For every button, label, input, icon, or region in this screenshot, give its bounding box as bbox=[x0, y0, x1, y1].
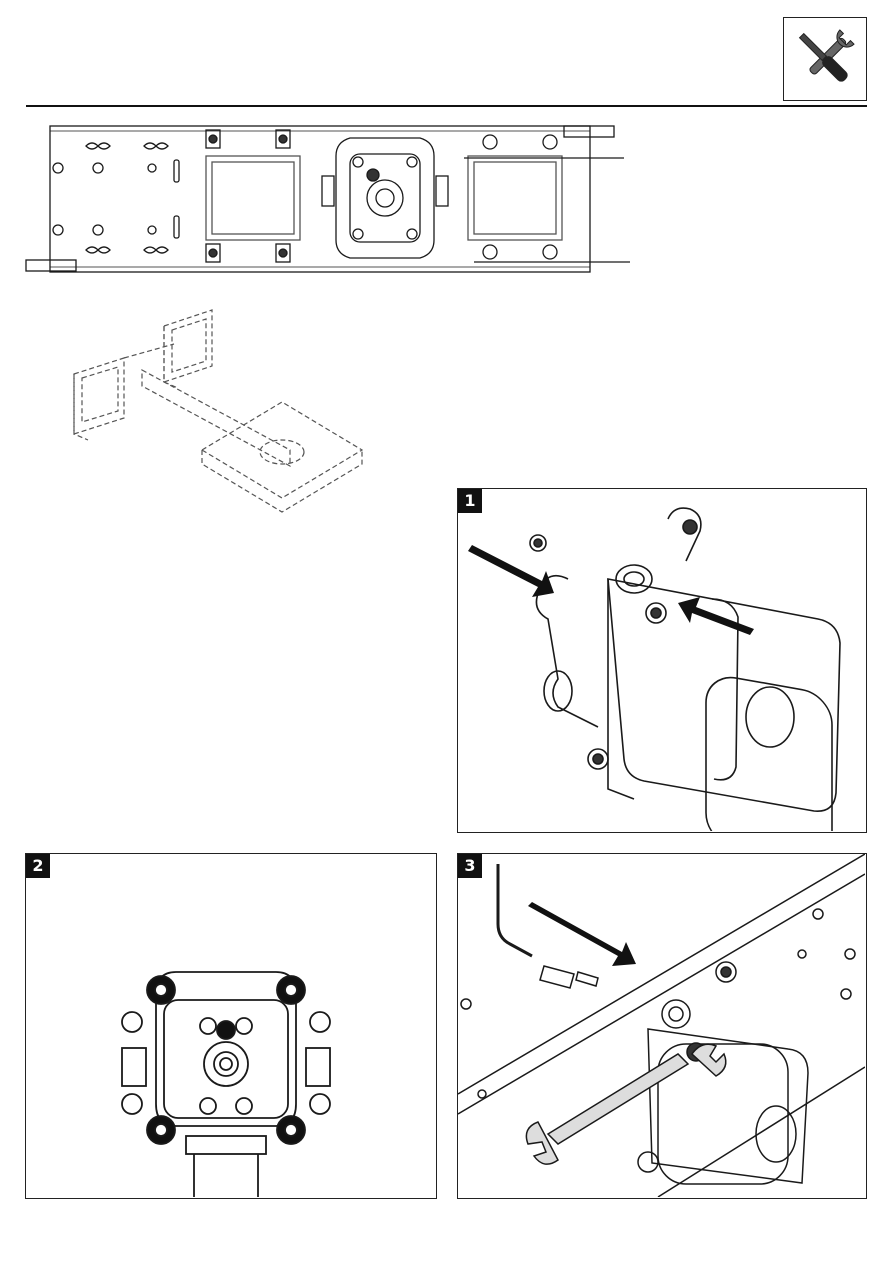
valve-body-assembly-illustration bbox=[458, 489, 865, 831]
step-3-panel: 3 bbox=[457, 853, 867, 1199]
installation-isometric-diagram bbox=[68, 300, 368, 515]
mounting-rail-diagram bbox=[24, 120, 664, 280]
header-rule bbox=[26, 105, 867, 107]
step-1-panel: 1 bbox=[457, 488, 867, 833]
tools-icon-box bbox=[783, 17, 867, 101]
wrench-screwdriver-icon bbox=[784, 18, 866, 100]
step-2-panel: 2 bbox=[25, 853, 437, 1199]
valve-front-view-illustration bbox=[26, 854, 435, 1197]
wrench-mounting-illustration bbox=[458, 854, 865, 1197]
